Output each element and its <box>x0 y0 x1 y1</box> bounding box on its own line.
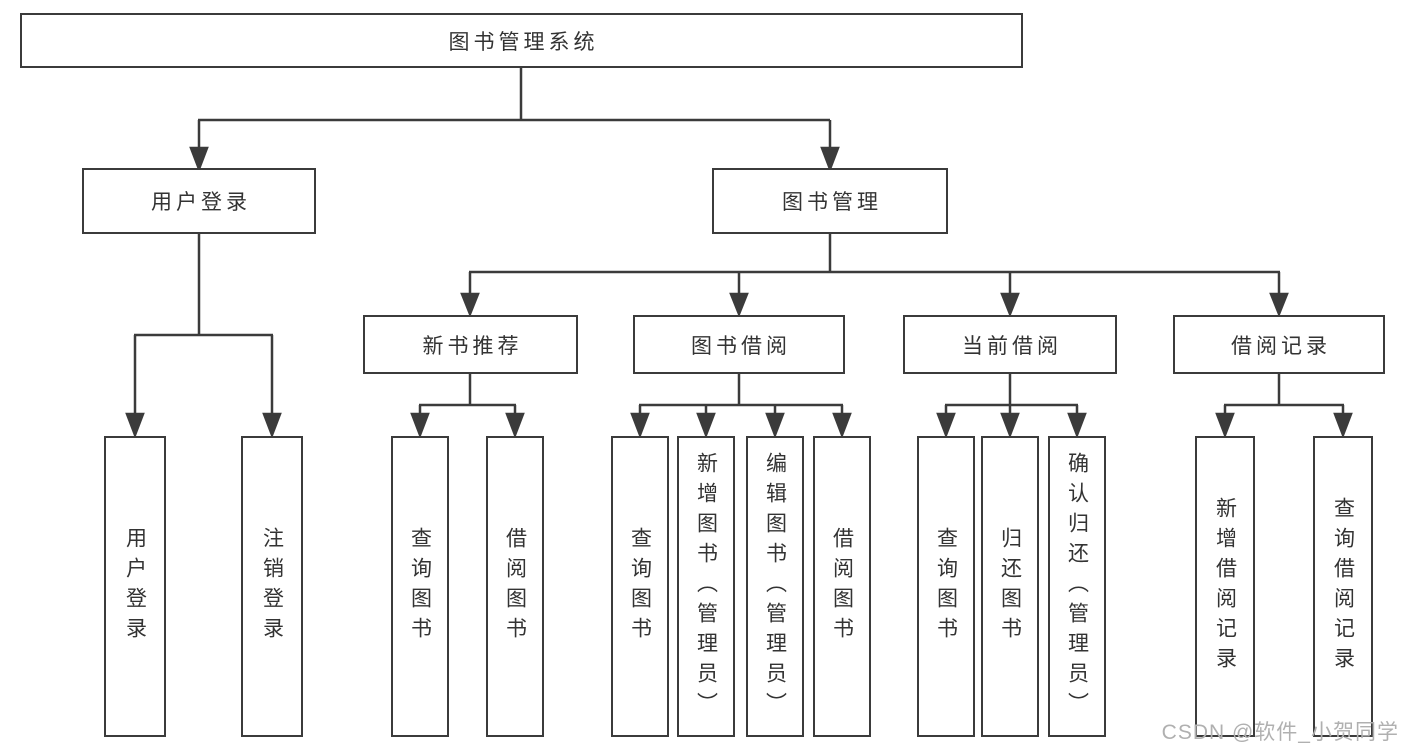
leaf-query-books-current: 查询图书 <box>917 436 975 737</box>
leaf-return-books: 归还图书 <box>981 436 1039 737</box>
arrowhead <box>1333 412 1353 439</box>
arrowhead <box>820 146 840 173</box>
node-label: 用户登录 <box>123 526 147 647</box>
node-book-borrowing: 图书借阅 <box>633 315 845 374</box>
arrowhead <box>1215 412 1235 439</box>
arrowhead <box>460 292 480 318</box>
node-label: 查询借阅记录 <box>1331 496 1355 677</box>
leaf-user-login: 用户登录 <box>104 436 166 737</box>
node-label: 借阅图书 <box>830 526 854 647</box>
node-current-borrowing: 当前借阅 <box>903 315 1117 374</box>
node-label: 新增图书（管理员） <box>694 451 718 722</box>
leaf-edit-books-admin: 编辑图书（管理员） <box>746 436 804 737</box>
arrowhead <box>189 146 209 173</box>
leaf-add-books-admin: 新增图书（管理员） <box>677 436 735 737</box>
node-library-management-system: 图书管理系统 <box>20 13 1023 68</box>
arrowhead <box>630 412 650 439</box>
node-label: 借阅图书 <box>503 526 527 647</box>
arrowhead <box>1000 412 1020 439</box>
leaf-query-books-recommend: 查询图书 <box>391 436 449 737</box>
node-borrowing-records: 借阅记录 <box>1173 315 1385 374</box>
node-label: 确认归还（管理员） <box>1065 451 1089 722</box>
node-label: 查询图书 <box>628 526 652 647</box>
arrowhead <box>1067 412 1087 439</box>
node-label: 新增借阅记录 <box>1213 496 1237 677</box>
arrowhead <box>1269 292 1289 318</box>
node-book-management: 图书管理 <box>712 168 948 234</box>
node-label: 注销登录 <box>260 526 284 647</box>
arrowhead <box>125 412 145 439</box>
node-label: 查询图书 <box>934 526 958 647</box>
node-label: 借阅记录 <box>1231 334 1331 358</box>
leaf-query-borrow-record: 查询借阅记录 <box>1313 436 1373 737</box>
leaf-query-books-borrowing: 查询图书 <box>611 436 669 737</box>
leaf-confirm-return-admin: 确认归还（管理员） <box>1048 436 1106 737</box>
leaf-borrow-books-borrowing: 借阅图书 <box>813 436 871 737</box>
node-label: 新书推荐 <box>422 334 523 358</box>
node-label: 当前借阅 <box>962 334 1062 358</box>
arrowhead <box>729 292 749 318</box>
leaf-add-borrow-record: 新增借阅记录 <box>1195 436 1255 737</box>
node-label: 图书管理 <box>782 191 882 214</box>
leaf-borrow-books-recommend: 借阅图书 <box>486 436 544 737</box>
csdn-watermark: CSDN @软件_小贺同学 <box>1161 721 1399 744</box>
arrowhead <box>696 412 716 439</box>
node-user-login: 用户登录 <box>82 168 316 234</box>
node-label: 查询图书 <box>408 526 432 647</box>
arrowhead <box>410 412 430 439</box>
node-label: 归还图书 <box>998 526 1022 647</box>
node-label: 用户登录 <box>151 191 251 214</box>
arrowhead <box>262 412 282 439</box>
node-new-book-recommendation: 新书推荐 <box>363 315 578 374</box>
node-label: 图书借阅 <box>691 334 791 358</box>
leaf-logout: 注销登录 <box>241 436 303 737</box>
arrowhead <box>936 412 956 439</box>
arrowhead <box>1000 292 1020 318</box>
node-label: 编辑图书（管理员） <box>763 451 787 722</box>
arrowhead <box>832 412 852 439</box>
arrowhead <box>765 412 785 439</box>
arrowhead <box>505 412 525 439</box>
node-label: 图书管理系统 <box>448 30 599 54</box>
